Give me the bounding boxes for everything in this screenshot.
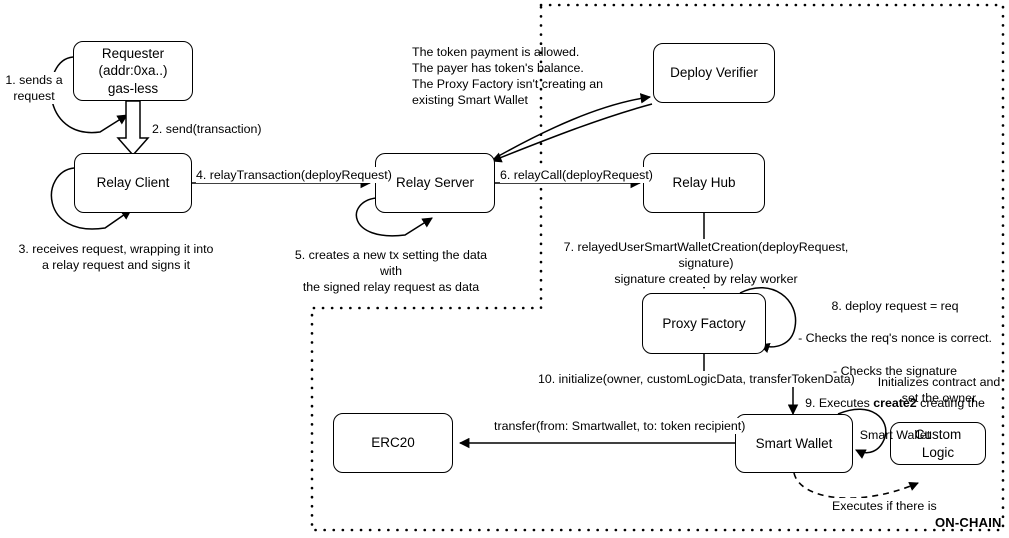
edge-label-step4: 4. relayTransaction(deployRequest) [196, 167, 392, 184]
node-smart-wallet[interactable]: Smart Wallet [735, 414, 853, 473]
proxy-check-create2-keyword: create2 [873, 395, 917, 410]
node-custom-logic-label: Custom Logic [914, 427, 962, 460]
on-chain-label: ON-CHAIN [935, 515, 1002, 530]
edge-executes-if [793, 472, 919, 499]
node-relay-server[interactable]: Relay Server [375, 153, 495, 213]
node-smart-wallet-label: Smart Wallet [755, 435, 833, 451]
proxy-check-line-4-pre: 9. Executes [805, 395, 874, 410]
node-deploy-verifier-label: Deploy Verifier [670, 65, 758, 81]
node-requester-label: Requester (addr:0xa..) gas-less [98, 46, 168, 96]
proxy-check-line-5: Smart Wallet [859, 428, 931, 443]
node-erc20[interactable]: ERC20 [333, 413, 453, 473]
edge-step3 [50, 167, 132, 230]
node-relay-client[interactable]: Relay Client [74, 153, 192, 213]
edge-label-step2: 2. send(transaction) [152, 121, 262, 138]
node-requester[interactable]: Requester (addr:0xa..) gas-less [73, 41, 193, 101]
edge-step2 [116, 100, 150, 157]
node-relay-server-label: Relay Server [395, 175, 475, 191]
edge-label-step5: 5. creates a new tx setting the data wit… [286, 247, 496, 296]
node-deploy-verifier[interactable]: Deploy Verifier [653, 43, 775, 103]
proxy-check-line-4-post: creating the [916, 395, 985, 410]
note-initializes-contract: Initializes contract and set the owner [877, 375, 1001, 406]
edge-deploy-verifier-request [494, 93, 652, 159]
edge-label-step3: 3. receives request, wrapping it into a … [2, 241, 230, 274]
note-verifier-conditions: The token payment is allowed. The payer … [412, 45, 604, 108]
node-proxy-factory-label: Proxy Factory [662, 315, 746, 331]
node-erc20-label: ERC20 [371, 435, 415, 451]
proxy-check-line-1: 8. deploy request = req [831, 299, 959, 314]
edge-label-step6: 6. relayCall(deployRequest) [500, 167, 653, 184]
node-relay-hub[interactable]: Relay Hub [643, 153, 765, 213]
edge-label-transfer: transfer(from: Smartwallet, to: token re… [494, 418, 746, 435]
note-proxy-factory-checks: 8. deploy request = req - Checks the req… [790, 282, 1000, 443]
edge-step5 [355, 197, 433, 237]
on-chain-boundary [310, 3, 1005, 532]
edge-label-step10: 10. initialize(owner, customLogicData, t… [538, 371, 855, 388]
node-relay-hub-label: Relay Hub [672, 175, 736, 191]
edge-smart-wallet-self [837, 408, 887, 459]
proxy-check-line-2: - Checks the req's nonce is correct. [798, 331, 992, 346]
edge-deploy-verifier-response [491, 103, 653, 163]
edge-label-step7: 7. relayedUserSmartWalletCreation(deploy… [546, 239, 866, 288]
edge-proxy-factory-self [739, 287, 797, 353]
node-custom-logic[interactable]: Custom Logic [890, 422, 986, 465]
proxy-check-line-3: - Checks the signature [833, 363, 957, 378]
node-proxy-factory[interactable]: Proxy Factory [642, 293, 766, 354]
edge-label-step1: 1. sends a request [0, 72, 68, 105]
node-relay-client-label: Relay Client [96, 175, 170, 191]
edge-label-executes-if: Executes if there is [832, 498, 937, 515]
